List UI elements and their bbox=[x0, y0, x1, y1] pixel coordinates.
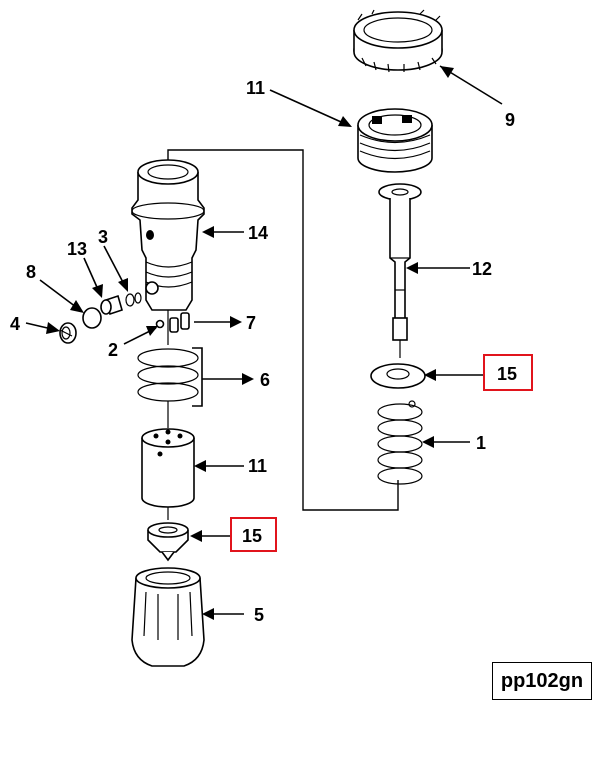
part-injector-body bbox=[131, 159, 205, 345]
part-spring bbox=[377, 400, 423, 485]
callout-2: 2 bbox=[108, 340, 118, 360]
highlight-box-left bbox=[230, 517, 277, 552]
reference-code: pp102gn bbox=[500, 669, 584, 692]
callout-11-body: 11 bbox=[248, 456, 267, 476]
callout-5: 5 bbox=[254, 605, 264, 625]
assembly-connector-line bbox=[167, 149, 399, 511]
leader-lines bbox=[25, 65, 503, 620]
callout-6: 6 bbox=[260, 370, 270, 390]
callout-1: 1 bbox=[476, 433, 486, 453]
callout-11-top: 11 bbox=[246, 78, 265, 98]
part-orings bbox=[137, 348, 199, 428]
reference-code-box: pp102gn bbox=[492, 662, 592, 700]
part-oring-small bbox=[125, 292, 142, 307]
part-ball bbox=[82, 307, 102, 329]
part-dowel-pins bbox=[169, 312, 190, 333]
callout-7: 7 bbox=[246, 313, 256, 333]
part-spray-tip bbox=[147, 522, 189, 562]
part-cylinder bbox=[141, 428, 195, 520]
part-check-valve bbox=[100, 294, 123, 316]
part-pin bbox=[155, 319, 165, 329]
part-plunger-rod bbox=[378, 183, 422, 358]
callout-15-right: 15 bbox=[497, 364, 517, 384]
part-washer-upper bbox=[370, 363, 426, 389]
callout-13: 13 bbox=[67, 239, 87, 259]
callout-9: 9 bbox=[505, 110, 515, 130]
highlight-box-right bbox=[483, 354, 533, 391]
part-plug bbox=[59, 322, 77, 344]
callout-4: 4 bbox=[10, 314, 20, 334]
callout-3: 3 bbox=[98, 227, 108, 247]
callout-15-left: 15 bbox=[242, 526, 262, 546]
part-retaining-nut bbox=[353, 9, 443, 73]
callout-14: 14 bbox=[248, 223, 268, 243]
callout-8: 8 bbox=[26, 262, 36, 282]
callout-12: 12 bbox=[472, 259, 492, 279]
part-nozzle-cap bbox=[131, 567, 205, 667]
part-threaded-cap bbox=[357, 108, 433, 173]
